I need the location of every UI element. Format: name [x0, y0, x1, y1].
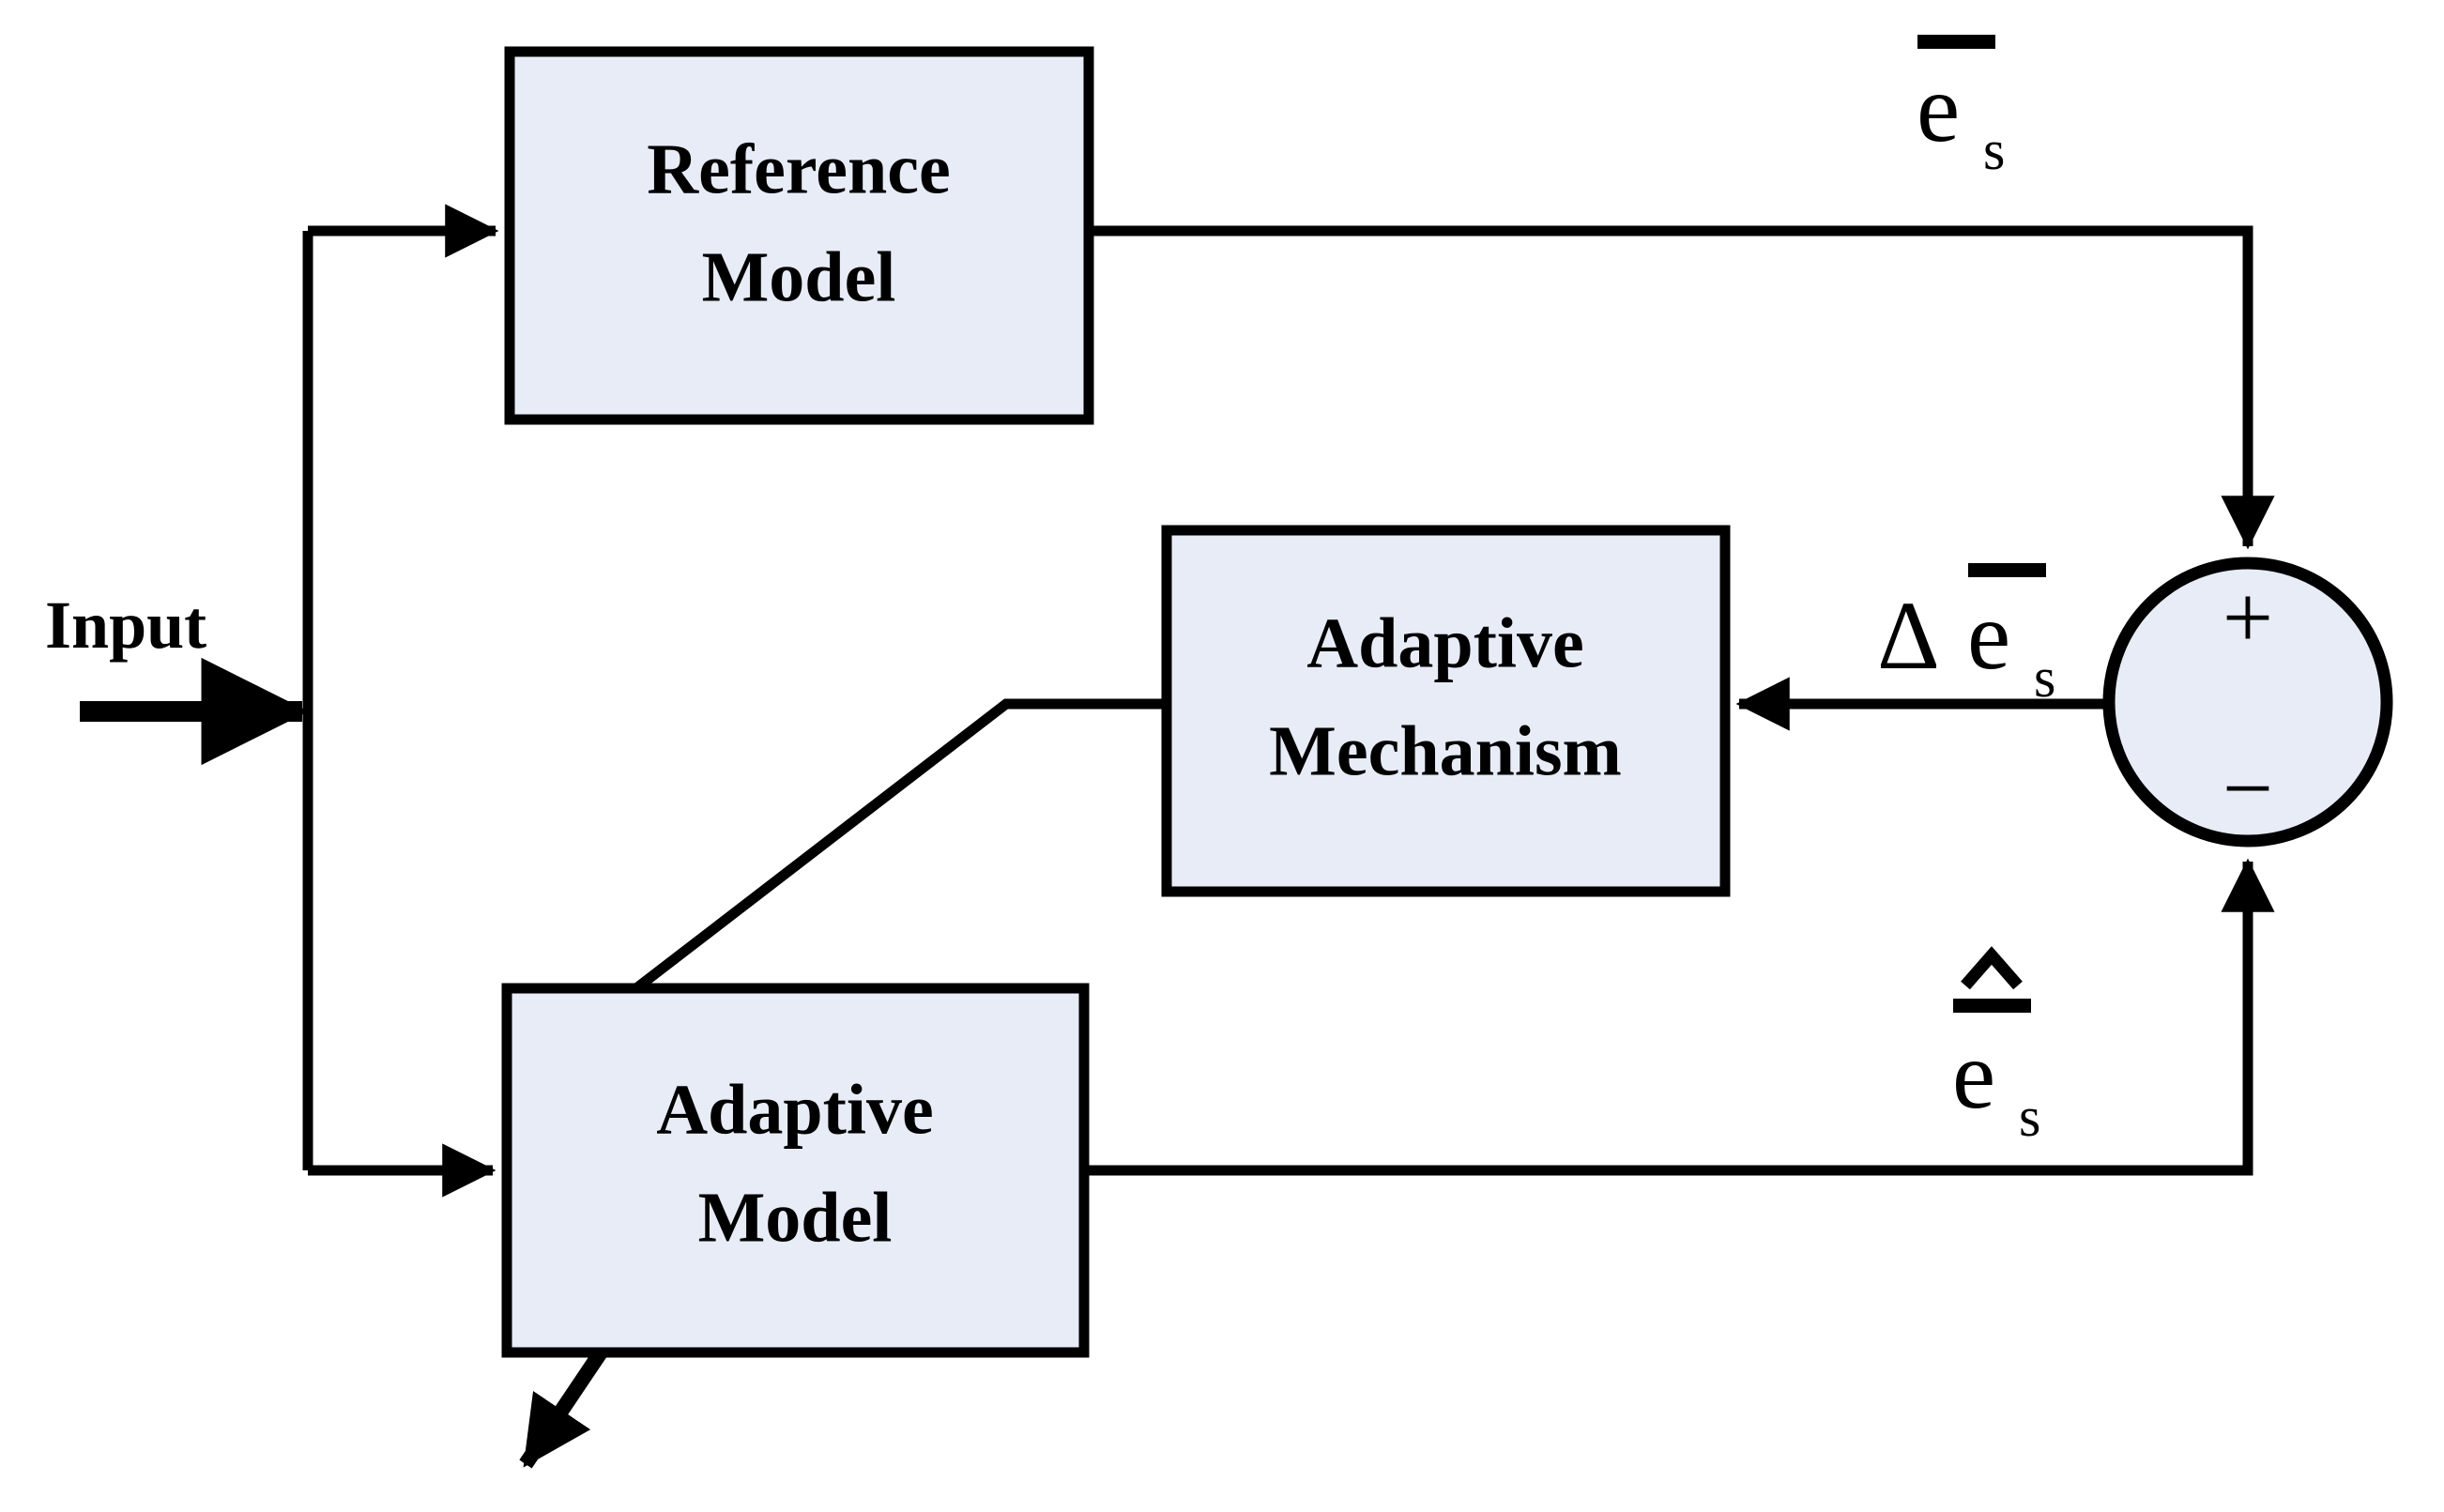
reference-model-label-line2: Model [702, 237, 896, 316]
summing-junction[interactable]: + − [2102, 557, 2393, 848]
input-label: Input [45, 588, 206, 663]
label-reference-output: e s [1917, 35, 2005, 181]
wire-reference-model-to-summing-junction [1089, 225, 2275, 550]
adaptive-mechanism-label-line2: Mechanism [1269, 711, 1622, 790]
adaptive-model-label-line2: Model [698, 1178, 893, 1257]
error-delta-subscript: s [2034, 647, 2055, 709]
summing-junction-circle[interactable] [2102, 557, 2393, 848]
error-delta-symbol: Δ [1877, 582, 1940, 690]
wire-adaptive-mechanism-to-adaptive-model [633, 698, 1167, 993]
reference-output-base: e [1917, 54, 1960, 162]
summing-junction-minus-sign: − [2223, 738, 2273, 838]
adaptive-output-subscript: s [2019, 1086, 2040, 1148]
adaptive-model-box[interactable] [501, 983, 1090, 1358]
block-reference-model[interactable]: Reference Model [504, 46, 1094, 425]
wire-adaptive-model-to-summing-junction [1084, 858, 2275, 1176]
reference-model-box[interactable] [504, 46, 1094, 425]
block-adaptive-model[interactable]: Adaptive Model [501, 983, 1090, 1358]
adaptive-mechanism-box[interactable] [1161, 525, 1731, 897]
adaptive-model-label-line1: Adaptive [656, 1070, 934, 1149]
adaptive-mechanism-label-line1: Adaptive [1306, 603, 1584, 682]
adaptive-output-base: e [1952, 1021, 1995, 1129]
label-adaptive-output: e s [1952, 946, 2040, 1148]
adaptive-output-hat [1961, 946, 2023, 990]
reference-model-label-line1: Reference [647, 130, 950, 208]
block-adaptive-mechanism[interactable]: Adaptive Mechanism [1161, 525, 1731, 897]
reference-output-overbar [1917, 35, 1995, 49]
summing-junction-plus-sign: + [2223, 567, 2273, 667]
label-error-delta: Δ e s [1877, 563, 2055, 709]
error-delta-base: e [1967, 582, 2010, 690]
wire-adaptive-model-output [519, 1348, 607, 1469]
error-delta-overbar [1968, 563, 2046, 577]
reference-output-subscript: s [1983, 119, 2005, 181]
adaptive-output-overbar [1953, 999, 2031, 1013]
